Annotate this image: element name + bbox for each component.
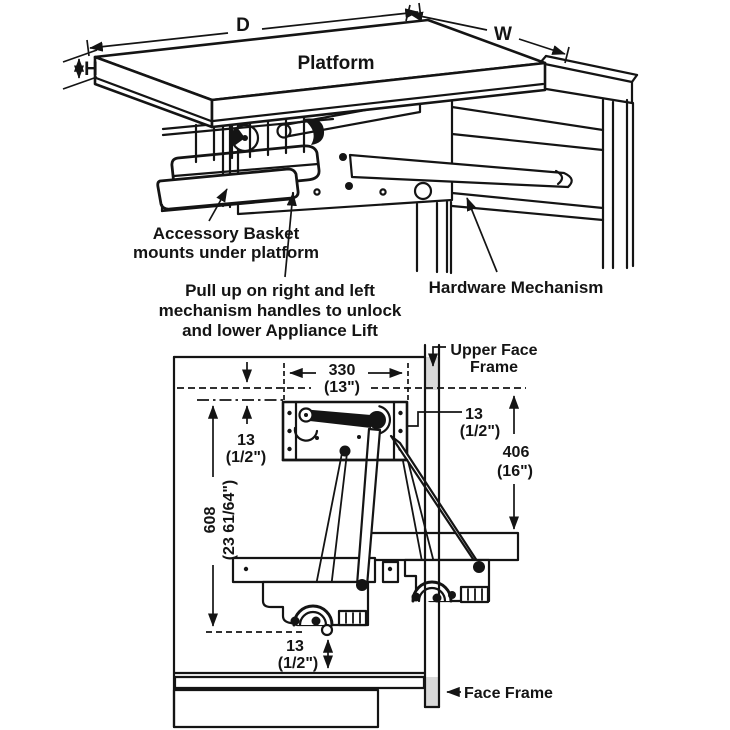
basket-rim — [170, 144, 321, 194]
dim-13-bottom-in: (1/2") — [278, 655, 318, 672]
dim-h-label: H — [84, 59, 98, 80]
handles-callout: Pull up on right and left mechanism hand… — [159, 192, 402, 340]
upper-face-frame-line1: Upper Face — [450, 342, 537, 359]
face-frame-bar — [423, 343, 441, 709]
dimension-w: W — [405, 4, 570, 64]
face-frame-label: Face Frame — [464, 685, 553, 702]
platform-drawing — [93, 18, 547, 129]
section-dimensions — [177, 346, 526, 698]
dim-406-mm: 406 — [503, 444, 530, 461]
dim-13-right-in: (1/2") — [460, 423, 500, 440]
upper-face-frame-fill — [425, 357, 439, 390]
dim-d-label: D — [236, 15, 250, 36]
section-labels: 330 (13") 13 (1/2") 13 (1/2") 13 (1/2") … — [202, 342, 553, 702]
face-frame-fill — [425, 677, 439, 707]
dim-330-mm: 330 — [329, 362, 356, 379]
accessory-basket-drawing — [156, 111, 335, 213]
section-view: 330 (13") 13 (1/2") 13 (1/2") 13 (1/2") … — [172, 342, 553, 729]
dim-13-bottom-mm: 13 — [286, 638, 304, 655]
basket-callout-line2: mounts under platform — [133, 243, 319, 262]
isometric-view: D W H Platform Accessory Basket mounts u… — [62, 2, 639, 340]
dim-406-in: (16") — [497, 463, 533, 480]
handles-callout-line1: Pull up on right and left — [185, 281, 375, 300]
mounting-plate — [281, 400, 409, 462]
dim-w-label: W — [494, 24, 512, 45]
basket-callout: Accessory Basket mounts under platform — [133, 188, 319, 262]
handles-callout-line3: and lower Appliance Lift — [182, 321, 378, 340]
dim-13-left-mm: 13 — [237, 432, 255, 449]
hardware-mechanism-drawing — [221, 97, 573, 275]
handles-callout-line2: mechanism handles to unlock — [159, 301, 402, 320]
cabinet-frame — [450, 54, 639, 270]
dim-13-left-in: (1/2") — [226, 449, 266, 466]
lever-handle — [348, 153, 573, 189]
hardware-callout-label: Hardware Mechanism — [429, 278, 604, 297]
hardware-callout: Hardware Mechanism — [429, 197, 604, 297]
dimension-h: H — [62, 49, 98, 90]
cabinet-bottom-shelf — [173, 675, 426, 690]
upper-face-frame-line2: Frame — [470, 359, 518, 376]
dim-608-mm: 608 — [202, 507, 219, 534]
dim-13-right-mm: 13 — [465, 406, 483, 423]
dimension-d: D — [86, 2, 422, 57]
latch-hook — [303, 118, 325, 145]
dim-330-in: (13") — [324, 379, 360, 396]
dim-608-in: (23 61/64") — [221, 480, 238, 561]
platform-label: Platform — [297, 53, 374, 74]
cabinet-base — [172, 688, 380, 729]
basket-callout-line1: Accessory Basket — [153, 224, 300, 243]
